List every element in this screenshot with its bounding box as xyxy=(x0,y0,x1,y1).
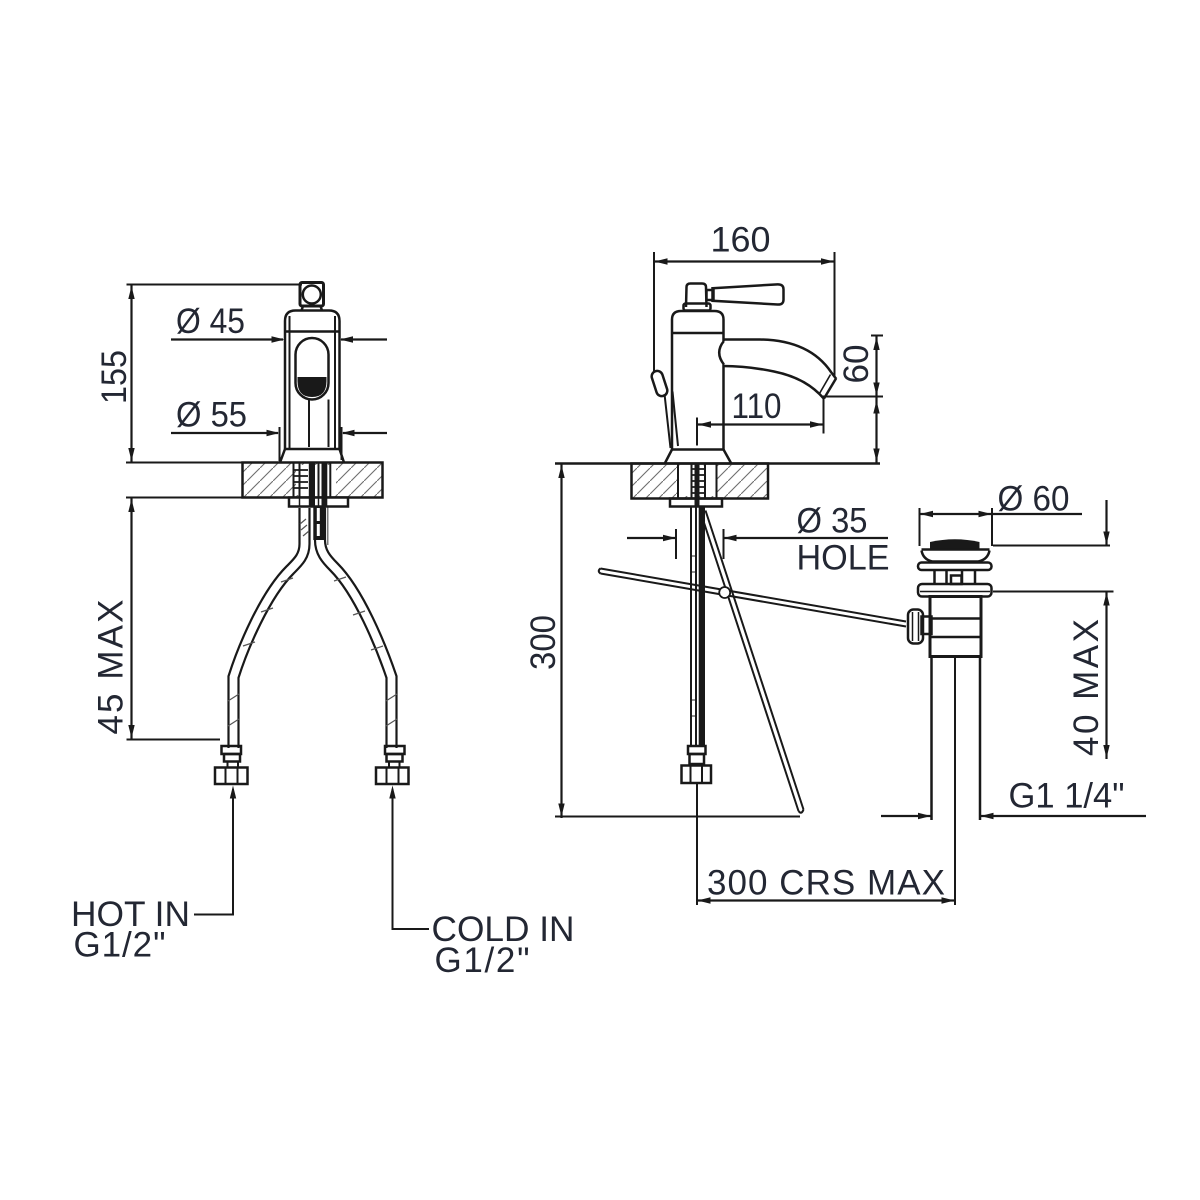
svg-text:G1 1/4": G1 1/4" xyxy=(1009,777,1125,816)
svg-text:60: 60 xyxy=(837,345,876,384)
svg-text:155: 155 xyxy=(95,350,134,404)
svg-text:Ø 45: Ø 45 xyxy=(176,302,245,341)
svg-text:160: 160 xyxy=(711,221,771,260)
svg-text:G1/2": G1/2" xyxy=(74,926,166,965)
svg-text:45 MAX: 45 MAX xyxy=(92,600,131,735)
svg-text:300: 300 xyxy=(524,615,563,670)
svg-text:40 MAX: 40 MAX xyxy=(1067,619,1106,756)
svg-text:COLD IN: COLD IN xyxy=(432,910,575,949)
svg-text:G1/2": G1/2" xyxy=(435,941,530,980)
svg-text:HOT IN: HOT IN xyxy=(71,895,190,934)
svg-text:Ø 35: Ø 35 xyxy=(797,502,868,541)
svg-text:Ø 60: Ø 60 xyxy=(998,480,1070,519)
svg-text:110: 110 xyxy=(732,387,782,426)
svg-text:Ø 55: Ø 55 xyxy=(176,396,247,435)
svg-text:HOLE: HOLE xyxy=(797,539,890,578)
svg-text:300 CRS MAX: 300 CRS MAX xyxy=(707,864,945,903)
